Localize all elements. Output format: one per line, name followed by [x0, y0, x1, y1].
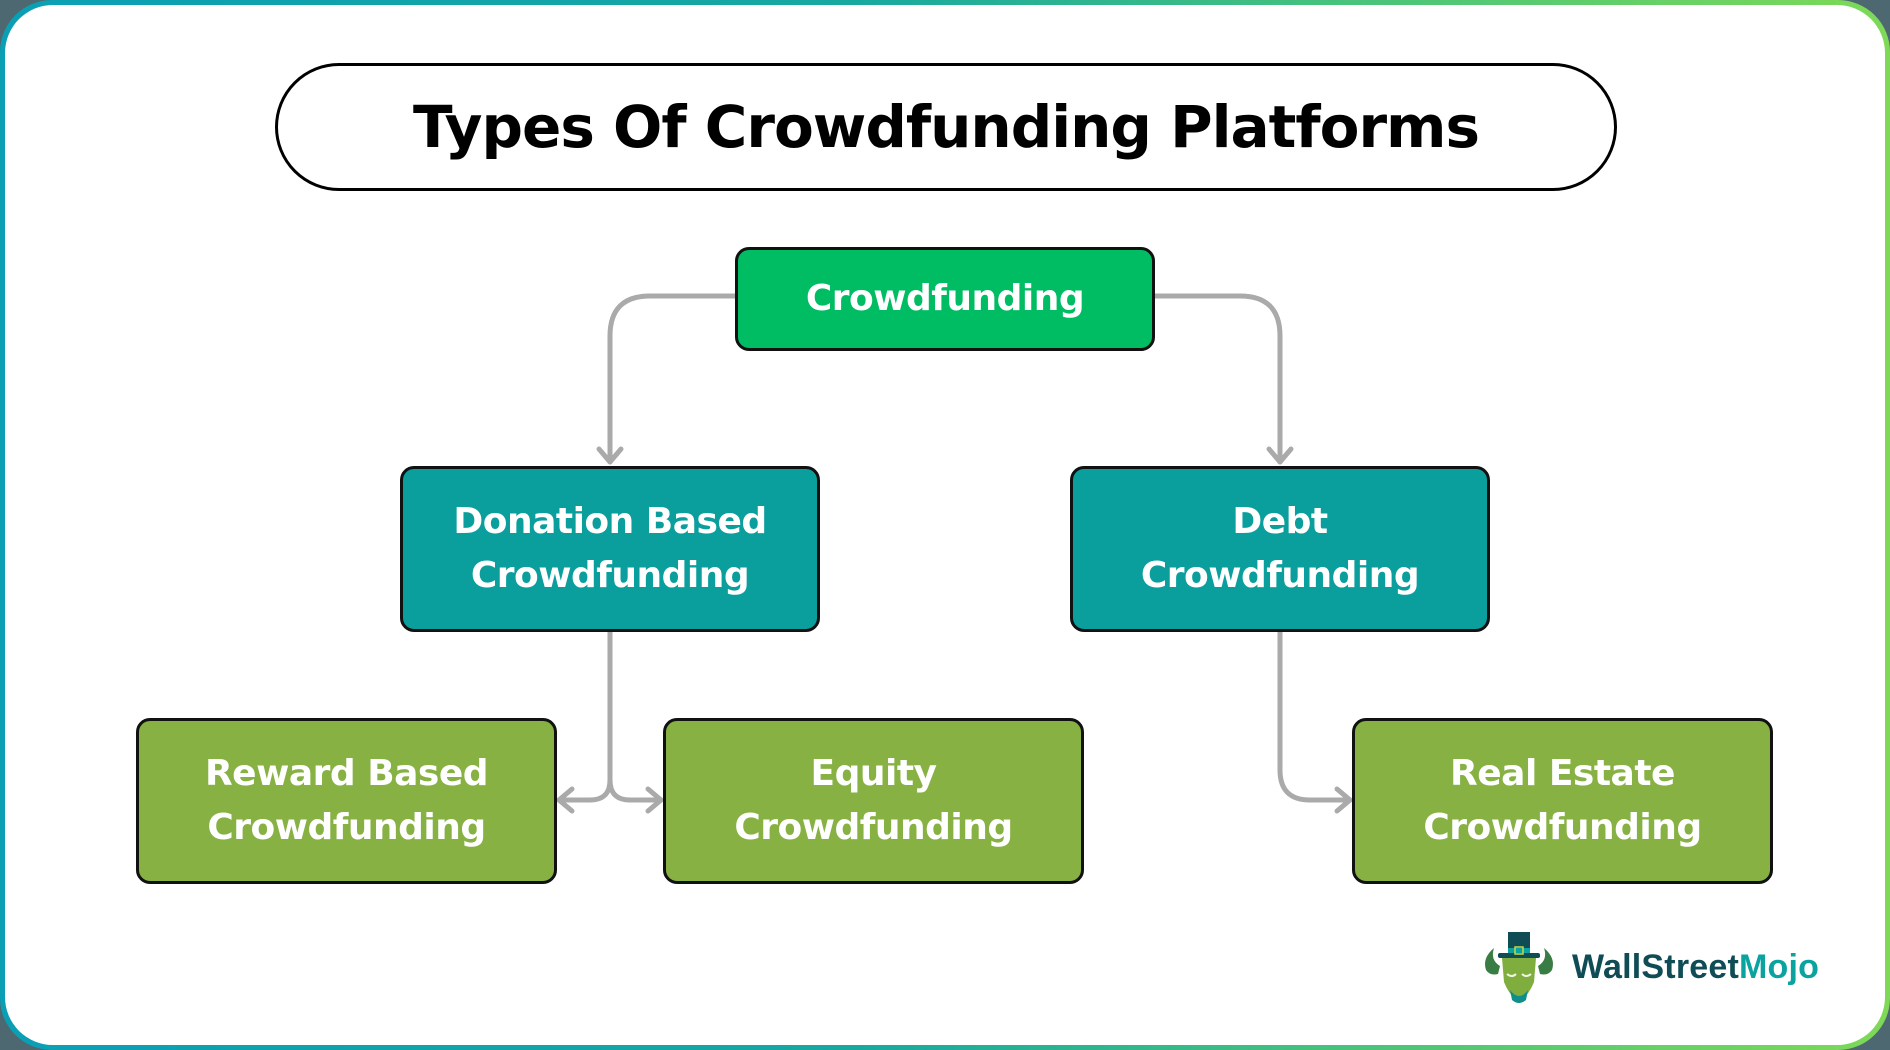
wallstreetmojo-logo: WallStreetMojo — [1480, 928, 1819, 1006]
node-label-line1: Debt — [1232, 501, 1328, 542]
arrow-head-icon — [1266, 446, 1294, 465]
node-label-line1: Equity — [810, 753, 937, 794]
arrow-head-icon — [596, 446, 624, 465]
connector-root-debt — [1152, 293, 1283, 465]
node-crowdfunding: Crowdfunding — [735, 247, 1155, 351]
connector-donation-reward — [556, 777, 613, 803]
page-title: Types Of Crowdfunding Platforms — [412, 93, 1480, 161]
arrow-head-icon — [645, 786, 664, 814]
bull-mascot-icon — [1485, 932, 1553, 1003]
node-label-line2: Crowdfunding — [470, 555, 750, 596]
node-label-line2: Crowdfunding — [1423, 807, 1702, 848]
node-label-line1: Real Estate — [1450, 753, 1675, 794]
node-label-line2: Crowdfunding — [1140, 555, 1420, 596]
logo-text-mojo: Mojo — [1739, 947, 1820, 986]
connector-debt-realestate — [1277, 629, 1353, 803]
logo-wordmark: WallStreetMojo — [1572, 948, 1819, 987]
node-debt: Debt Crowdfunding — [1070, 466, 1490, 632]
node-label-line2: Crowdfunding — [207, 807, 486, 848]
node-label: Crowdfunding — [805, 278, 1085, 319]
connector-root-donation — [607, 293, 738, 465]
node-label-line1: Donation Based — [453, 501, 767, 542]
node-label-line1: Reward Based — [204, 753, 489, 794]
node-donation-based: Donation Based Crowdfunding — [400, 466, 820, 632]
node-equity: Equity Crowdfunding — [663, 718, 1084, 884]
title-pill: Types Of Crowdfunding Platforms — [275, 63, 1617, 191]
node-label-line2: Crowdfunding — [734, 807, 1013, 848]
arrow-head-icon — [1334, 786, 1353, 814]
node-real-estate: Real Estate Crowdfunding — [1352, 718, 1773, 884]
node-reward-based: Reward Based Crowdfunding — [136, 718, 557, 884]
arrow-head-icon — [556, 786, 575, 814]
logo-text-wallstreet: WallStreet — [1572, 947, 1740, 986]
connector-donation-equity — [607, 777, 664, 803]
